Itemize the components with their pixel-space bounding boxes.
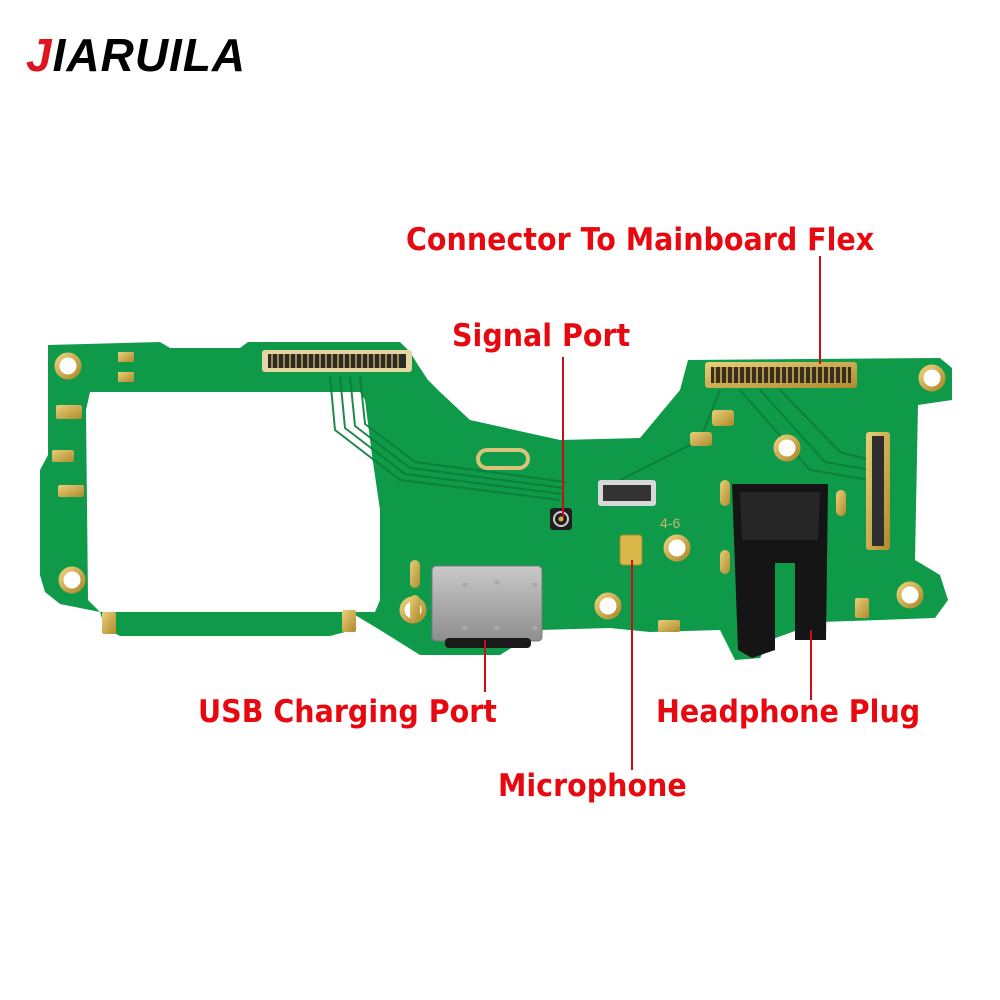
label-usb-charging-port: USB Charging Port <box>198 694 497 730</box>
brand-logo: JIARUILA <box>26 28 246 82</box>
label-headphone-plug: Headphone Plug <box>656 694 921 730</box>
leader-line-headphone <box>810 630 812 700</box>
headphone-jack <box>732 484 828 658</box>
signal-port-coax <box>550 508 572 530</box>
label-signal-port: Signal Port <box>452 318 631 354</box>
brand-logo-accent: J <box>26 29 53 81</box>
leader-line-usb <box>484 640 486 692</box>
side-connector <box>866 432 890 550</box>
mainboard-flex-connector <box>705 362 857 388</box>
leader-line-microphone <box>631 560 633 770</box>
small-board-connector <box>598 480 656 506</box>
brand-logo-text: IARUILA <box>52 29 247 81</box>
label-microphone: Microphone <box>498 768 687 804</box>
usb-c-port <box>431 565 543 648</box>
board-connector-left <box>262 350 412 372</box>
leader-line-connector <box>819 256 821 364</box>
silkscreen-text: 4-6 <box>660 515 680 531</box>
label-connector-to-mainboard-flex: Connector To Mainboard Flex <box>406 222 875 258</box>
leader-line-signal <box>562 357 564 517</box>
